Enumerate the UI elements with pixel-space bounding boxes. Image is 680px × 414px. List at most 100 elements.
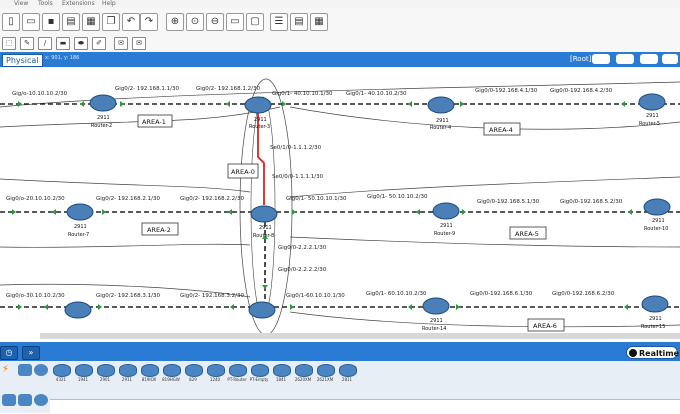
hubs-category-icon[interactable] [34,394,48,406]
print-icon[interactable]: ▤ [62,13,80,31]
link-label: Gig0/1- 50.10.10.2/30 [367,194,428,200]
root-button[interactable]: [Root] [570,55,592,63]
device-819hgw[interactable]: 819HGW [162,364,181,386]
menu-tools[interactable]: Tools [38,0,53,7]
device-2811[interactable]: 2811 [338,364,357,386]
copy-icon[interactable]: ❐ [102,13,120,31]
realtime-mode-button[interactable]: Realtime [626,346,680,359]
device-819iox[interactable]: 819IOX [140,364,159,386]
workspace-bar: Physical x: 901, y: 186 [Root] [0,52,680,67]
grid-icon[interactable]: ▤ [290,13,308,31]
components-icon[interactable] [34,364,48,376]
router-icon [163,364,181,377]
save-icon[interactable]: ▪ [42,13,60,31]
cursor-coordinates: x: 901, y: 186 [45,55,80,61]
time-button[interactable]: ◷ [0,346,18,360]
router-4-icon [427,96,455,114]
area-boundary-line [289,311,680,328]
router-8-icon [250,205,278,223]
link-label: Gig0/2- 192.168.2.2/30 [180,196,244,202]
router-15-icon [641,295,669,313]
router-icon [119,364,137,377]
realtime-label: Realtime [639,349,680,358]
new-icon[interactable]: ▯ [2,13,20,31]
router-3-icon [244,96,272,114]
device-pt-empty[interactable]: PT-Empty [250,364,269,386]
router-14-name: Router-14 [422,326,446,332]
wizard-icon[interactable]: ▦ [82,13,100,31]
palette-icon[interactable]: ▭ [226,13,244,31]
device-2911[interactable]: 2911 [118,364,137,386]
area-0-label: AREA-0 [231,168,255,176]
set-background-button[interactable] [662,54,678,64]
router-7-model: 2911 [74,224,87,230]
router-9-name: Router-9 [434,231,455,237]
link-label: Gig0/2- 192.168.3.2/30 [180,293,244,299]
move-object-button[interactable] [616,54,634,64]
serial-link [257,113,265,205]
area-boundary-line [0,283,251,298]
custom-device-icon[interactable]: ▢ [246,13,264,31]
zoom-in-icon[interactable]: ⊕ [166,13,184,31]
device-2901[interactable]: 2901 [96,364,115,386]
note-icon[interactable]: ✎ [20,37,34,50]
area-4-label: AREA-4 [489,126,513,134]
horizontal-scrollbar[interactable] [40,333,680,339]
network-devices-icon[interactable]: ⚡ [2,364,10,375]
router-icon [75,364,93,377]
open-icon[interactable]: ▭ [22,13,40,31]
select-icon[interactable]: ⬚ [2,37,16,50]
router-2-name: Router-2 [91,123,112,129]
link-label: Se0/1/0-1.1.1.2/30 [270,145,322,151]
device-2620xm[interactable]: 2620XM [294,364,313,386]
router-5-model: 2911 [646,113,659,119]
secondary-toolbar: ⬚ ✎ / ▬ ⬬ ✐ ✉ ✉ [0,34,680,53]
router-13-icon [64,301,92,319]
device-4321[interactable]: 4321 [52,364,71,386]
line-icon[interactable]: / [38,37,52,50]
viewport-icon[interactable]: ▦ [310,13,328,31]
rectangle-icon[interactable]: ▬ [56,37,70,50]
area-1-label: AREA-1 [142,118,166,126]
router-icon [251,364,269,377]
undo-icon[interactable]: ↶ [122,13,140,31]
link-label: Se0/0/0-1.1.1.1/30 [272,174,324,180]
redo-icon[interactable]: ↷ [140,13,158,31]
new-cluster-button[interactable] [592,54,610,64]
device-1240[interactable]: 1240 [206,364,225,386]
router-7-icon [66,203,94,221]
fast-forward-button[interactable]: » [22,346,40,360]
topology-canvas[interactable]: 2911 Router-2 2911 Router-3 2911 Router-… [0,67,680,340]
zoom-out-icon[interactable]: ⊖ [206,13,224,31]
menu-extensions[interactable]: Extensions [62,0,95,7]
menu-help[interactable]: Help [102,0,116,7]
zoom-reset-icon[interactable]: ⊙ [186,13,204,31]
complex-pdu-icon[interactable]: ✉ [132,37,146,50]
topology-diagram: 2911 Router-2 2911 Router-3 2911 Router-… [0,78,680,336]
device-pt-router[interactable]: PT-Router [227,364,247,386]
pdu-icon[interactable]: ✉ [114,37,128,50]
device-1841[interactable]: 1841 [272,364,291,386]
menu-view[interactable]: View [14,0,29,7]
routers-category-icon[interactable] [2,394,16,406]
link-label: Gig0/o-30.10.10.2/30 [6,293,65,299]
switches-category-icon[interactable] [18,394,32,406]
ellipse-icon[interactable]: ⬬ [74,37,88,50]
router-15-model: 2911 [649,316,662,322]
router-10-icon [643,198,671,216]
router-icon [141,364,159,377]
device-2621xm[interactable]: 2621XM [316,364,335,386]
router-10-model: 2911 [652,218,665,224]
device-1941[interactable]: 1941 [74,364,93,386]
workspace-list-icon[interactable]: ☰ [270,13,288,31]
viewport-button[interactable] [640,54,658,64]
area-boundary-line [0,178,251,193]
link-label: Gig0/0-192.168.5.2/30 [560,199,623,205]
freeform-icon[interactable]: ✐ [92,37,106,50]
device-829[interactable]: 829 [184,364,203,386]
router-icon [207,364,225,377]
router-4-model: 2911 [436,118,449,124]
tab-physical[interactable]: Physical [2,54,43,67]
end-devices-icon[interactable] [18,364,32,376]
dock-toolbar: ◷ » Realtime [0,344,680,361]
